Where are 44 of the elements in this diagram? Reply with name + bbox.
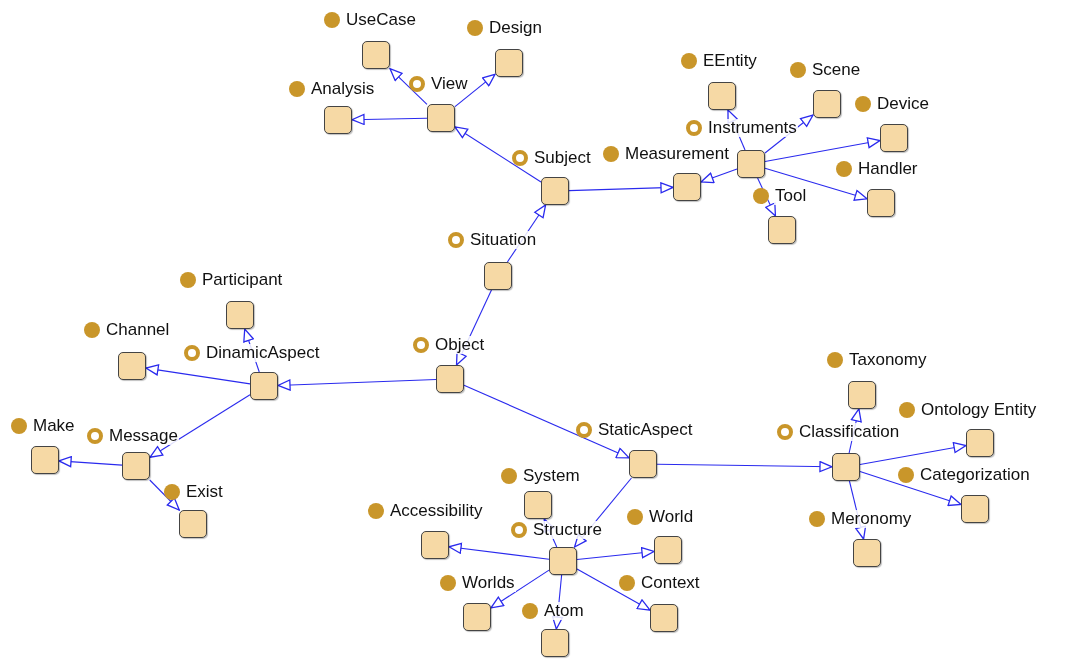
class-label: StaticAspect	[597, 421, 694, 439]
class-label: Message	[108, 427, 179, 445]
subclass-arrow	[859, 442, 967, 466]
subclass-arrow	[700, 168, 738, 184]
subclass-arrow	[389, 67, 428, 105]
subclass-arrow	[145, 364, 251, 385]
subclass-arrow	[757, 177, 777, 217]
class-label: Meronomy	[830, 510, 913, 528]
class-label: Atom	[543, 602, 585, 620]
class-label: System	[522, 467, 581, 485]
subclass-arrow	[149, 479, 180, 511]
class-label: Subject	[533, 149, 592, 167]
subclass-arrow	[58, 456, 123, 468]
subclass-arrow	[351, 113, 428, 126]
subclass-arrow	[448, 542, 550, 560]
class-label: Participant	[201, 271, 284, 289]
subclass-arrow	[656, 460, 833, 473]
subclass-arrow	[568, 182, 674, 194]
subclass-arrow	[576, 547, 655, 561]
subclass-arrow	[454, 73, 496, 108]
class-label: Instruments	[707, 119, 798, 137]
class-label: EEntity	[702, 52, 758, 70]
class-label: Ontology Entity	[920, 401, 1038, 419]
class-label: Situation	[469, 231, 538, 249]
class-label: Design	[488, 19, 543, 37]
class-label: DinamicAspect	[205, 344, 321, 362]
subclass-arrow	[764, 137, 881, 162]
subclass-arrow	[149, 394, 251, 458]
class-label: Object	[434, 336, 486, 354]
subclass-arrow	[576, 568, 651, 611]
class-label: Tool	[774, 187, 808, 205]
subclass-arrow	[454, 126, 542, 183]
subclass-arrow	[490, 569, 550, 609]
subclass-arrow	[277, 378, 437, 391]
class-label: Taxonomy	[848, 351, 928, 369]
subclass-arrow	[463, 384, 630, 459]
class-label: Categorization	[919, 466, 1031, 484]
subclass-arrow	[859, 471, 962, 507]
class-label: Worlds	[461, 574, 516, 592]
class-label: Analysis	[310, 80, 376, 98]
class-label: Accessibility	[389, 502, 484, 520]
class-label: Classification	[798, 423, 901, 441]
subclass-arrow	[764, 167, 868, 201]
class-label: Structure	[532, 521, 603, 539]
